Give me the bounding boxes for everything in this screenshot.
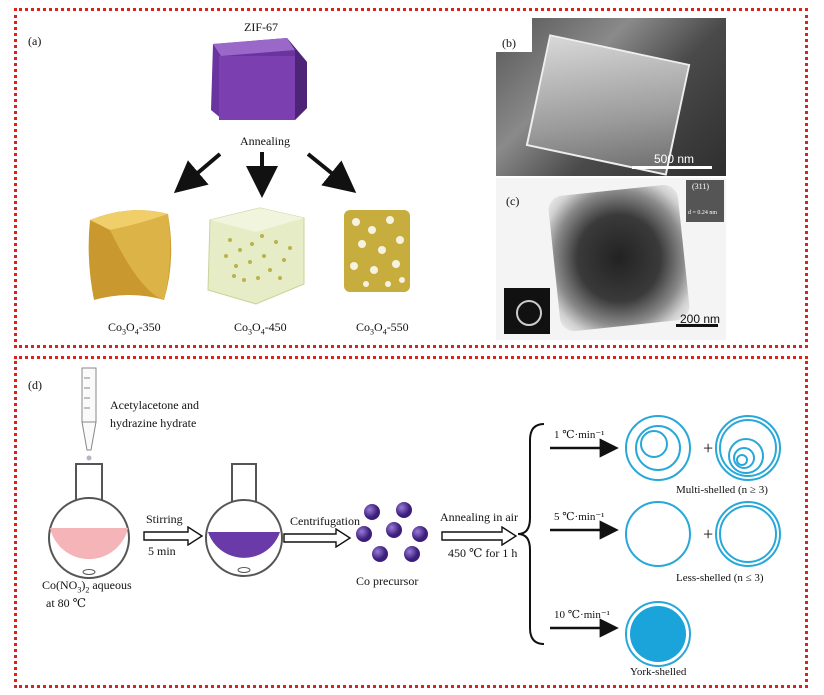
flask-pink	[48, 463, 130, 579]
zif67-cube	[211, 38, 307, 120]
panel-top-frame	[14, 8, 808, 348]
annealing-label: Annealing	[240, 134, 290, 148]
rate-arrows	[550, 438, 619, 638]
step3-bottom-label: 450 ℃ for 1 h	[448, 546, 518, 560]
tem-image	[496, 178, 726, 340]
rate-10-label: 10 ℃·min⁻¹	[554, 609, 610, 621]
product-350-label: Co3O4-350	[108, 320, 161, 337]
rate-1-label: 1 ℃·min⁻¹	[554, 429, 605, 441]
panel-a-label: (a)	[28, 34, 42, 48]
step2-arrow	[283, 528, 352, 548]
result-multi-label: Multi-shelled (n ≥ 3)	[676, 484, 768, 496]
panel-d-label: (d)	[28, 378, 42, 392]
sem-scale-label: 500 nm	[654, 152, 695, 166]
lattice-index: (311)	[692, 182, 710, 191]
panel-bottom-frame	[14, 356, 808, 688]
reagent-line2: hydrazine hydrate	[110, 416, 197, 430]
product-450-label: Co3O4-450	[234, 320, 287, 337]
flask-temp-label: at 80 ℃	[46, 596, 87, 610]
panel-b-label: (b)	[502, 36, 516, 50]
co3o4-350-cube	[88, 210, 172, 300]
annealing-arrows	[173, 152, 357, 198]
zif67-title: ZIF-67	[244, 20, 278, 34]
branch-brace	[517, 423, 545, 645]
sem-image	[496, 18, 726, 176]
step3-top-label: Annealing in air	[440, 510, 518, 524]
dropper	[81, 367, 97, 461]
lattice-spacing: d = 0.24 nm	[688, 210, 718, 216]
flask-solution-label: Co(NO3)2 aqueous	[42, 578, 132, 595]
reagent-line1: Acetylacetone and	[110, 398, 199, 412]
panel-c-label: (c)	[506, 194, 520, 208]
step1-arrow	[143, 526, 204, 546]
product-550-label: Co3O4-550	[356, 320, 409, 337]
plus-sign-1: +	[703, 438, 713, 458]
co3o4-450-cube	[207, 207, 305, 305]
rate-5-label: 5 ℃·min⁻¹	[554, 511, 605, 523]
co3o4-550-cube	[344, 210, 410, 292]
step1-bottom-label: 5 min	[148, 544, 176, 558]
step2-label: Centrifugation	[290, 514, 360, 528]
shell-structures: + +	[625, 415, 781, 667]
result-less-label: Less-shelled (n ≤ 3)	[676, 572, 764, 584]
plus-sign-2: +	[703, 524, 713, 544]
step3-arrow	[441, 526, 518, 546]
co-precursor-spheres	[356, 502, 428, 562]
co-precursor-label: Co precursor	[356, 574, 419, 588]
tem-scale-label: 200 nm	[680, 312, 721, 326]
result-york-label: York-shelled	[630, 666, 687, 678]
step1-top-label: Stirring	[146, 512, 183, 526]
flask-purple	[205, 463, 283, 577]
